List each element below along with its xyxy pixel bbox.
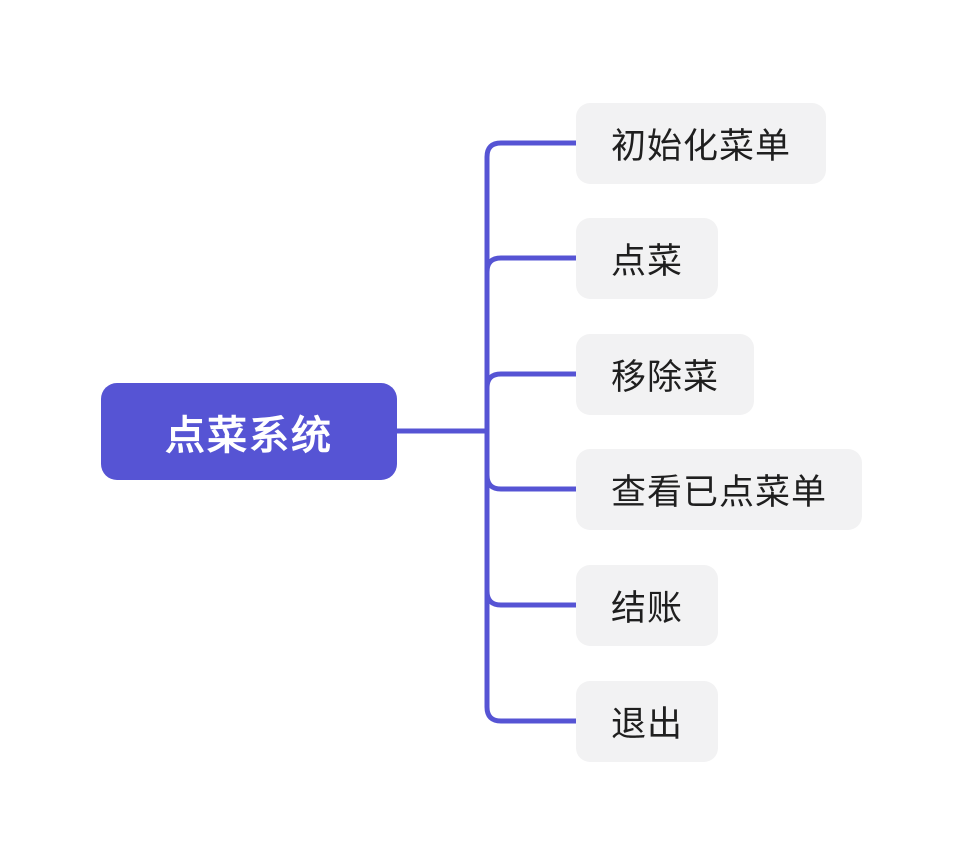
connector-remove-dish bbox=[397, 371, 576, 434]
connector-order bbox=[397, 255, 576, 434]
connector-exit bbox=[397, 428, 576, 724]
connector-checkout bbox=[397, 428, 576, 608]
topic-view-ordered-label: 查看已点菜单 bbox=[611, 473, 828, 512]
connector-init-menu bbox=[397, 140, 576, 434]
central-topic-label: 点菜系统 bbox=[165, 413, 333, 458]
topic-checkout-label: 结账 bbox=[611, 589, 684, 628]
topic-remove-dish[interactable]: 移除菜 bbox=[576, 334, 755, 415]
topic-view-ordered[interactable]: 查看已点菜单 bbox=[576, 449, 863, 530]
topic-order[interactable]: 点菜 bbox=[576, 218, 719, 299]
topic-init-menu-label: 初始化菜单 bbox=[611, 127, 792, 166]
connector-view-ordered bbox=[397, 428, 576, 492]
topic-exit[interactable]: 退出 bbox=[576, 681, 719, 762]
topic-checkout[interactable]: 结账 bbox=[576, 565, 719, 646]
topic-exit-label: 退出 bbox=[611, 705, 684, 744]
topic-remove-dish-label: 移除菜 bbox=[611, 358, 720, 397]
central-topic[interactable]: 点菜系统 bbox=[101, 383, 397, 480]
topic-init-menu[interactable]: 初始化菜单 bbox=[576, 103, 827, 184]
topic-order-label: 点菜 bbox=[611, 242, 684, 281]
